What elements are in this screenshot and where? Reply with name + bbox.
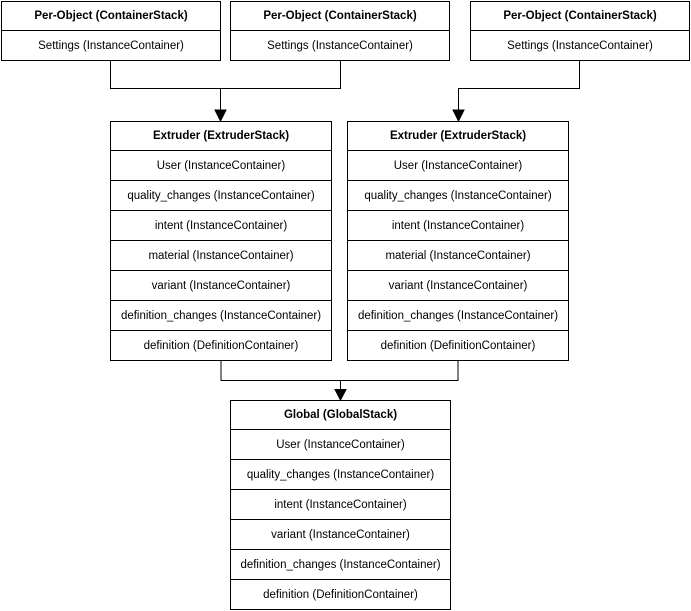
- per-object-stack-node-1: Per-Object (ContainerStack) Settings (In…: [1, 1, 221, 61]
- container-row: definition_changes (InstanceContainer): [231, 549, 450, 579]
- node-title: Per-Object (ContainerStack): [503, 10, 657, 22]
- container-row: variant (InstanceContainer): [231, 519, 450, 549]
- container-row: quality_changes (InstanceContainer): [348, 180, 568, 210]
- container-row: User (InstanceContainer): [111, 150, 331, 180]
- container-row: quality_changes (InstanceContainer): [111, 180, 331, 210]
- node-title: Extruder (ExtruderStack): [152, 130, 290, 142]
- per-object-stack-node-3: Per-Object (ContainerStack) Settings (In…: [470, 1, 690, 61]
- container-row: variant (InstanceContainer): [348, 270, 568, 300]
- container-row: intent (InstanceContainer): [231, 489, 450, 519]
- container-row: Settings (InstanceContainer): [471, 30, 689, 60]
- arrowhead-icon: [334, 389, 347, 402]
- container-row: Settings (InstanceContainer): [2, 30, 220, 60]
- arrowhead-icon: [214, 109, 227, 123]
- container-row: User (InstanceContainer): [231, 429, 450, 459]
- container-row: definition_changes (InstanceContainer): [348, 300, 568, 330]
- container-row: Settings (InstanceContainer): [231, 30, 449, 60]
- node-title: Per-Object (ContainerStack): [34, 10, 188, 22]
- edge-extruders-to-global: [220, 358, 459, 390]
- container-row: variant (InstanceContainer): [111, 270, 331, 300]
- arrowhead-icon: [452, 109, 465, 123]
- container-row: quality_changes (InstanceContainer): [231, 459, 450, 489]
- extruder-stack-node-2: Extruder (ExtruderStack) User (InstanceC…: [347, 121, 569, 361]
- node-title: Global (GlobalStack): [283, 409, 398, 421]
- container-row: definition_changes (InstanceContainer): [111, 300, 331, 330]
- extruder-stack-node-1: Extruder (ExtruderStack) User (InstanceC…: [110, 121, 332, 361]
- per-object-stack-node-2: Per-Object (ContainerStack) Settings (In…: [230, 1, 450, 61]
- node-title: Extruder (ExtruderStack): [389, 130, 527, 142]
- container-row: material (InstanceContainer): [111, 240, 331, 270]
- container-row: intent (InstanceContainer): [111, 210, 331, 240]
- container-row: definition (DefinitionContainer): [111, 330, 331, 360]
- container-row: definition (DefinitionContainer): [231, 579, 450, 609]
- node-title: Per-Object (ContainerStack): [263, 10, 417, 22]
- container-row: material (InstanceContainer): [348, 240, 568, 270]
- container-row: User (InstanceContainer): [348, 150, 568, 180]
- container-row: definition (DefinitionContainer): [348, 330, 568, 360]
- edge-per-object-1-2-to-extruder-1: [110, 58, 341, 111]
- container-row: intent (InstanceContainer): [348, 210, 568, 240]
- global-stack-node: Global (GlobalStack) User (InstanceConta…: [230, 400, 451, 610]
- edge-per-object-3-to-extruder-2: [458, 58, 580, 111]
